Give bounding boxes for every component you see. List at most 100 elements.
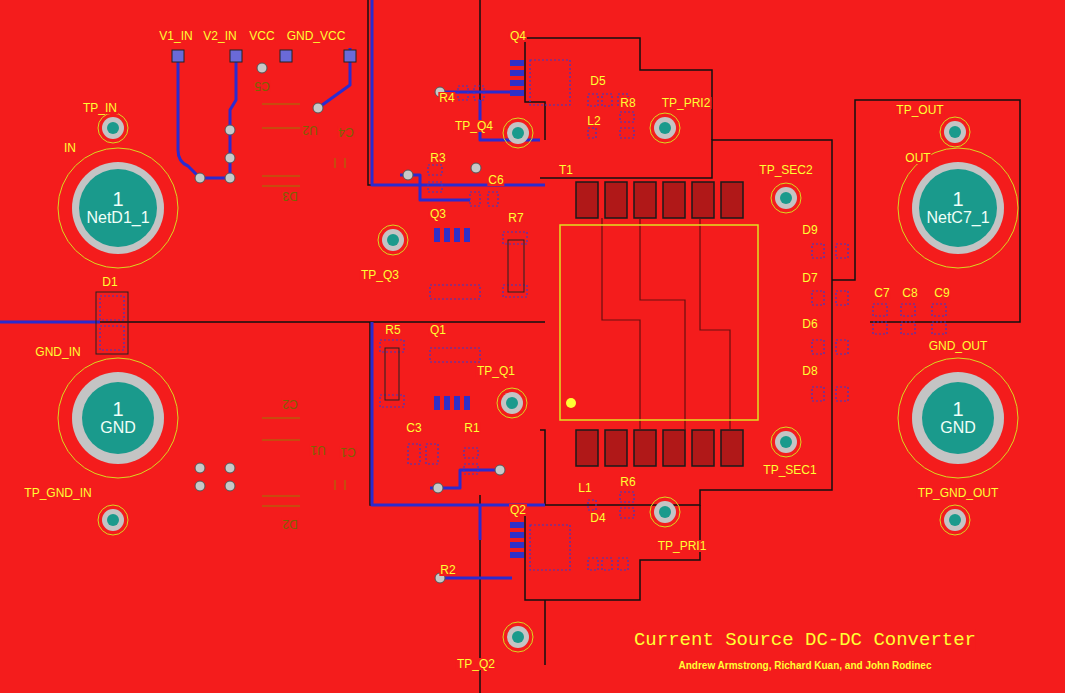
test-point	[102, 509, 124, 531]
bottom-designator: C5	[253, 80, 270, 92]
smd-pad	[620, 492, 634, 502]
designator: OUT	[904, 152, 931, 164]
designator: R5	[384, 324, 401, 336]
designator: L2	[586, 115, 601, 127]
connector-pad: 1GND	[82, 382, 154, 454]
test-point	[503, 622, 533, 652]
test-point	[771, 183, 801, 213]
designator: D1	[101, 276, 118, 288]
test-point	[497, 388, 527, 418]
test-point	[775, 431, 797, 453]
board-title: Current Source DC-DC Converter	[634, 629, 976, 651]
bottom-designator: D2	[281, 518, 298, 530]
test-point	[107, 514, 119, 526]
designator: C9	[933, 287, 950, 299]
transformer-pad	[721, 182, 743, 218]
designator: C3	[405, 422, 422, 434]
part-outline	[96, 292, 128, 354]
smd-pad	[602, 94, 612, 106]
bottom-silkscreen	[262, 104, 300, 186]
smd-pad	[873, 322, 887, 334]
test-point	[503, 118, 533, 148]
via	[225, 173, 235, 183]
designator: TP_OUT	[895, 104, 944, 116]
test-point	[940, 505, 970, 535]
test-point	[512, 127, 524, 139]
smd-pad	[618, 558, 628, 570]
author-credit: Andrew Armstrong, Richard Kuan, and John…	[679, 660, 932, 671]
transistor-pin	[444, 228, 450, 242]
smd-pad	[464, 464, 478, 474]
smd-pad	[100, 326, 124, 350]
designator: TP_GND_OUT	[917, 487, 1000, 499]
test-point	[503, 118, 533, 148]
bottom-designator: C4	[337, 126, 354, 138]
designator: TP_Q3	[360, 269, 400, 281]
designator: GND_OUT	[928, 340, 989, 352]
via	[225, 153, 235, 163]
smd-pad	[428, 182, 442, 192]
net-name: GND	[940, 420, 976, 437]
designator: L1	[577, 482, 592, 494]
designator: C8	[901, 287, 918, 299]
test-point	[780, 192, 792, 204]
designator: Q3	[429, 208, 447, 220]
test-point	[940, 117, 970, 147]
test-point	[771, 427, 801, 457]
smd-pad	[380, 395, 404, 407]
via	[225, 463, 235, 473]
transformer-pad	[605, 182, 627, 218]
test-point	[107, 122, 119, 134]
via	[471, 163, 481, 173]
test-point	[382, 229, 404, 251]
pour-boundary	[540, 140, 832, 505]
pour-boundary	[832, 100, 1020, 322]
test-point	[949, 126, 961, 138]
designator: R4	[438, 92, 455, 104]
test-point	[512, 631, 524, 643]
designator: TP_Q1	[476, 365, 516, 377]
designator: TP_GND_IN	[23, 487, 92, 499]
smd-pad	[588, 94, 598, 106]
transistor-pin	[510, 532, 524, 538]
smd-pad	[620, 508, 634, 518]
transformer-pad	[692, 430, 714, 466]
test-point	[659, 122, 671, 134]
test-point	[771, 183, 801, 213]
designator: Q4	[509, 30, 527, 42]
bottom-silkscreen	[335, 480, 345, 490]
smd-pad	[620, 112, 634, 122]
designator: TP_PRI1	[657, 540, 708, 552]
smd-pad	[474, 86, 484, 100]
test-point	[771, 427, 801, 457]
designator: C7	[873, 287, 890, 299]
pour-boundary	[0, 0, 1020, 693]
via	[433, 483, 443, 493]
transformer-winding	[602, 218, 730, 430]
test-point	[654, 117, 676, 139]
test-point	[501, 392, 523, 414]
bottom-trace	[440, 577, 512, 580]
designator: TP_Q2	[456, 658, 496, 670]
smd-pad	[873, 304, 887, 316]
designator: R6	[619, 476, 636, 488]
via	[280, 50, 292, 62]
test-point	[659, 506, 671, 518]
test-point	[378, 225, 408, 255]
transistor-pin	[434, 228, 440, 242]
transformer-pad	[634, 182, 656, 218]
test-point	[507, 122, 529, 144]
pin-number: 1	[112, 399, 123, 420]
smd-pad	[458, 86, 468, 100]
test-point	[102, 117, 124, 139]
test-point	[387, 234, 399, 246]
bottom-trace	[0, 321, 100, 324]
smd-pad	[426, 444, 438, 464]
test-point	[98, 113, 128, 143]
smd-pad	[620, 128, 634, 138]
connector-pad	[912, 162, 1004, 254]
smd-pad	[812, 340, 824, 354]
smd-pad	[836, 387, 848, 401]
transistor-pin	[510, 542, 524, 548]
